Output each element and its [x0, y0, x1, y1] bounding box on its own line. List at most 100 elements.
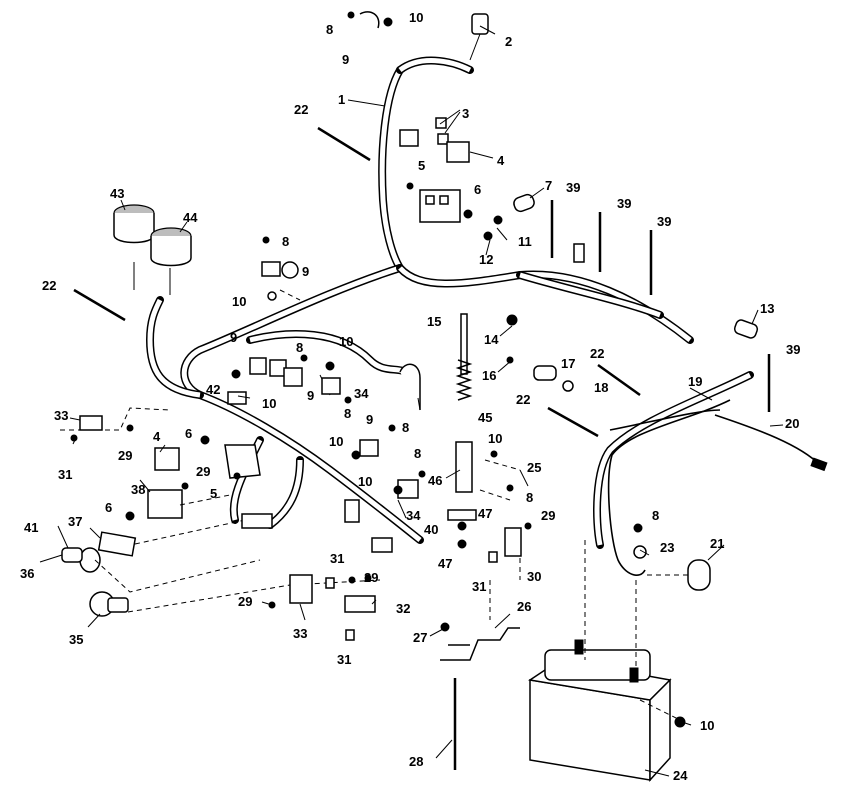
callout-9c: 9 [230, 330, 237, 345]
callout-41: 41 [24, 520, 38, 535]
callout-40: 40 [424, 522, 438, 537]
callout-38: 38 [131, 482, 145, 497]
callout-12: 12 [479, 252, 493, 267]
callout-28: 28 [409, 754, 423, 769]
callout-26: 26 [517, 599, 531, 614]
callout-44: 44 [183, 210, 198, 225]
callout-29b: 29 [196, 464, 210, 479]
callout-6c: 6 [105, 500, 112, 515]
callout-33b: 33 [293, 626, 307, 641]
callout-29e: 29 [238, 594, 252, 609]
callout-8f: 8 [414, 446, 421, 461]
callout-39d: 39 [786, 342, 800, 357]
callout-39b: 39 [617, 196, 631, 211]
callout-5b: 5 [210, 486, 217, 501]
callout-36: 36 [20, 566, 34, 581]
callout-22d: 22 [516, 392, 530, 407]
callout-1: 1 [338, 92, 345, 107]
callout-34b: 34 [406, 508, 421, 523]
callout-43: 43 [110, 186, 124, 201]
cable-ties [73, 126, 771, 438]
callout-3: 3 [462, 106, 469, 121]
callout-29: 29 [118, 448, 132, 463]
callout-4: 4 [497, 153, 505, 168]
part-17-socket [533, 365, 574, 392]
callout-9e: 9 [366, 412, 373, 427]
callout-9: 9 [342, 52, 349, 67]
callout-11: 11 [518, 234, 532, 249]
callout-10e: 10 [329, 434, 343, 449]
callout-33: 33 [54, 408, 68, 423]
callout-32: 32 [396, 601, 410, 616]
callout-6b: 6 [185, 426, 192, 441]
callout-6: 6 [474, 182, 481, 197]
label-leaders [39, 25, 784, 777]
callout-10: 10 [409, 10, 423, 25]
part-21-fuse-holder [645, 559, 711, 591]
callout-14: 14 [484, 332, 499, 347]
callout-22c: 22 [590, 346, 604, 361]
callout-20: 20 [785, 416, 799, 431]
callout-10g: 10 [488, 431, 502, 446]
callout-22: 22 [294, 102, 308, 117]
callout-25: 25 [527, 460, 541, 475]
callout-8c: 8 [296, 340, 303, 355]
callout-8: 8 [326, 22, 333, 37]
callout-37: 37 [68, 514, 82, 529]
callout-16: 16 [482, 368, 496, 383]
callout-45: 45 [478, 410, 492, 425]
callout-17: 17 [561, 356, 575, 371]
callout-8h: 8 [652, 508, 659, 523]
callout-22b: 22 [42, 278, 56, 293]
pin-and-spring [447, 313, 477, 521]
callout-5: 5 [418, 158, 425, 173]
callout-10h: 10 [700, 718, 714, 733]
ignition-and-switches [61, 489, 183, 617]
battery [528, 639, 672, 782]
part-3-connectors [399, 117, 449, 147]
callout-18: 18 [594, 380, 608, 395]
callout-31b: 31 [330, 551, 344, 566]
callout-4b: 4 [153, 429, 161, 444]
callout-labels: 1 2 3 4 4 5 5 6 6 6 7 8 8 8 8 8 8 8 8 9 … [20, 10, 800, 783]
callout-31d: 31 [337, 652, 351, 667]
battery-bracket [440, 627, 520, 770]
callout-24: 24 [673, 768, 688, 783]
callout-42: 42 [206, 382, 220, 397]
callout-31: 31 [58, 467, 72, 482]
callout-29c: 29 [541, 508, 555, 523]
callout-8e: 8 [402, 420, 409, 435]
callout-8d: 8 [344, 406, 351, 421]
part-fuse-block [419, 189, 461, 223]
callout-10c: 10 [339, 334, 353, 349]
hardware-fasteners [70, 11, 686, 728]
callout-27: 27 [413, 630, 427, 645]
part-2-switch [469, 13, 489, 61]
part-13-socket [733, 319, 759, 339]
callout-13: 13 [760, 301, 774, 316]
callout-39c: 39 [657, 214, 671, 229]
callout-8g: 8 [526, 490, 533, 505]
callout-47: 47 [478, 506, 492, 521]
callout-2: 2 [505, 34, 512, 49]
callout-10f: 10 [358, 474, 372, 489]
part-4-relay [154, 141, 470, 471]
callout-15: 15 [427, 314, 441, 329]
gauges [113, 204, 192, 295]
callout-39: 39 [566, 180, 580, 195]
callout-47b: 47 [438, 556, 452, 571]
callout-30: 30 [527, 569, 541, 584]
callout-34: 34 [354, 386, 369, 401]
callout-23: 23 [660, 540, 674, 555]
callout-46: 46 [428, 473, 442, 488]
callout-7: 7 [545, 178, 552, 193]
callout-29d: 29 [364, 570, 378, 585]
callout-9d: 9 [307, 388, 314, 403]
callout-10d: 10 [262, 396, 276, 411]
callout-21: 21 [710, 536, 724, 551]
battery-cables [593, 371, 828, 576]
part-7-bulb [513, 193, 535, 213]
callout-35: 35 [69, 632, 83, 647]
callout-8b: 8 [282, 234, 289, 249]
